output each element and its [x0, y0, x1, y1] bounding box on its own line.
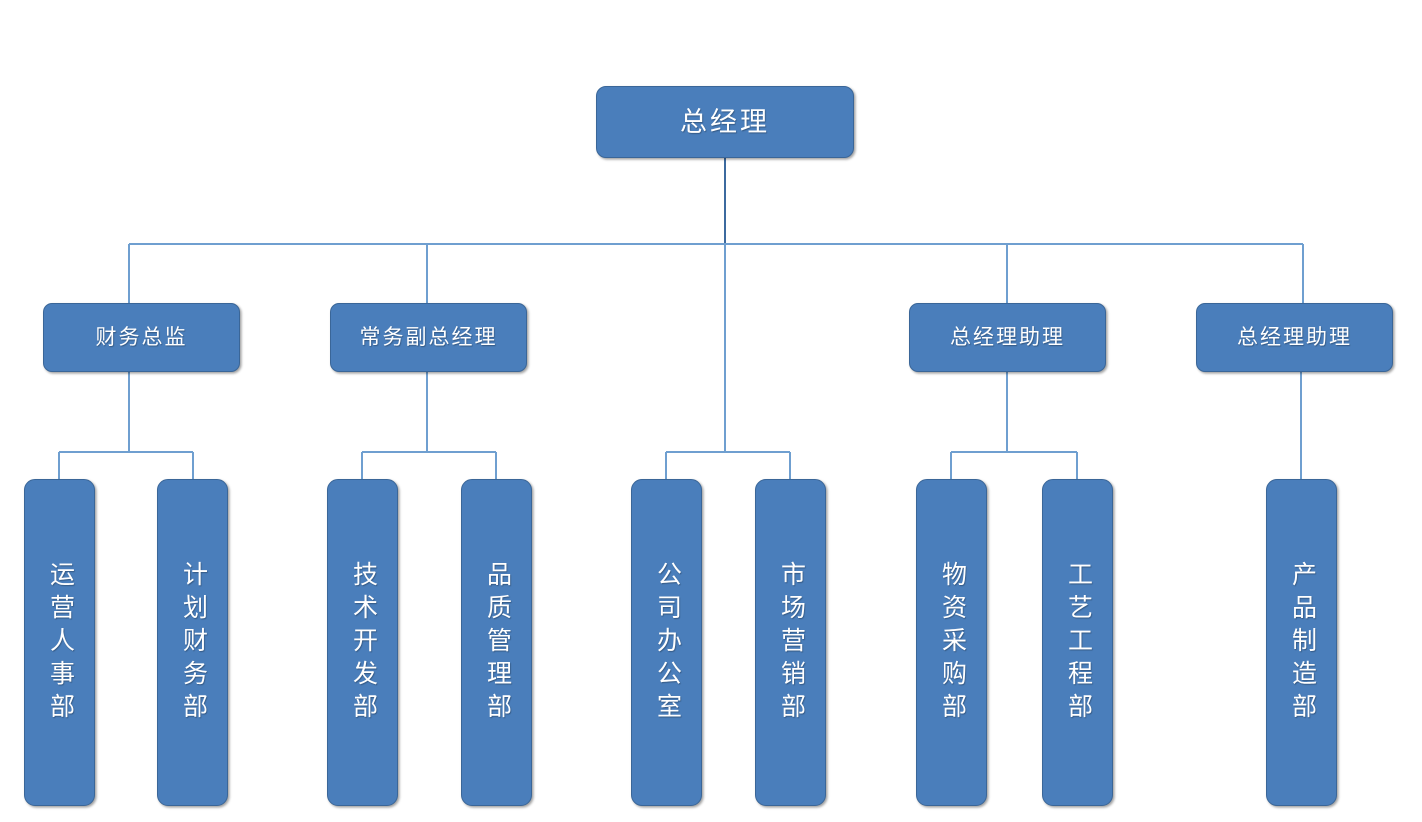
node-label: 技术开发部	[349, 561, 377, 726]
node-label: 公司办公室	[653, 561, 681, 726]
node-marketing-dept[interactable]: 市场营销部	[755, 479, 826, 806]
node-label: 工艺工程部	[1064, 561, 1092, 726]
node-label: 运营人事部	[46, 561, 74, 726]
node-label: 财务总监	[95, 324, 188, 349]
node-company-office[interactable]: 公司办公室	[631, 479, 702, 806]
node-label: 总经理助理	[950, 324, 1065, 349]
node-operations-hr-dept[interactable]: 运营人事部	[24, 479, 95, 806]
node-general-manager[interactable]: 总经理	[596, 86, 854, 158]
node-quality-management-dept[interactable]: 品质管理部	[461, 479, 532, 806]
node-planning-finance-dept[interactable]: 计划财务部	[157, 479, 228, 806]
node-finance-director[interactable]: 财务总监	[43, 303, 240, 372]
node-executive-deputy-gm[interactable]: 常务副总经理	[330, 303, 527, 372]
node-label: 产品制造部	[1288, 561, 1316, 726]
node-technology-development-dept[interactable]: 技术开发部	[327, 479, 398, 806]
node-label: 总经理助理	[1237, 324, 1352, 349]
node-label: 市场营销部	[777, 561, 805, 726]
node-label: 计划财务部	[179, 561, 207, 726]
node-process-engineering-dept[interactable]: 工艺工程部	[1042, 479, 1113, 806]
node-label: 物资采购部	[938, 561, 966, 726]
node-gm-assistant-2[interactable]: 总经理助理	[1196, 303, 1393, 372]
node-label: 品质管理部	[483, 561, 511, 726]
node-materials-procurement-dept[interactable]: 物资采购部	[916, 479, 987, 806]
node-label: 常务副总经理	[359, 324, 498, 349]
node-label: 总经理	[680, 106, 770, 137]
node-product-manufacturing-dept[interactable]: 产品制造部	[1266, 479, 1337, 806]
node-gm-assistant-1[interactable]: 总经理助理	[909, 303, 1106, 372]
